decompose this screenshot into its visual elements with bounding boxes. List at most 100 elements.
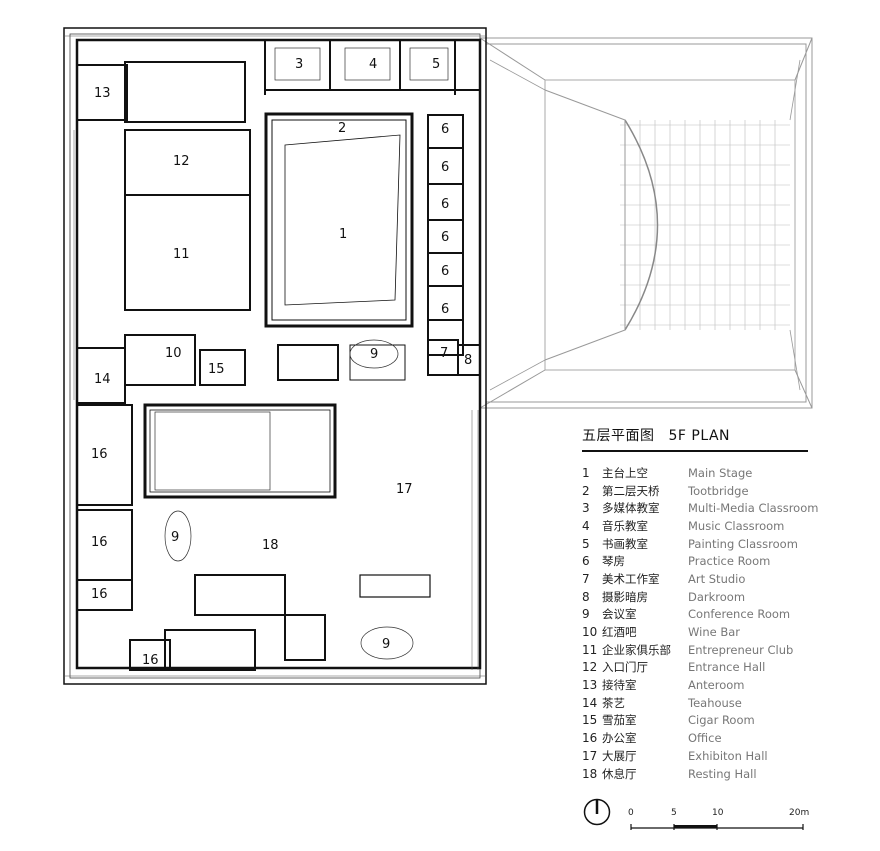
room-label-6d: 6 — [441, 230, 449, 245]
room-label-9c: 9 — [382, 637, 390, 652]
room-label-4: 4 — [369, 57, 377, 72]
room-label-1: 1 — [339, 227, 347, 242]
legend-item-en: Wine Bar — [688, 625, 740, 640]
legend-item: 10 红酒吧 Wine Bar — [582, 623, 822, 641]
legend-item-n: 3 — [582, 501, 590, 516]
room-label-16d: 16 — [142, 653, 159, 668]
room-label-9a: 9 — [370, 347, 378, 362]
stage-area — [479, 37, 813, 409]
room-label-6b: 6 — [441, 160, 449, 175]
legend-item: 6 琴房 Practice Room — [582, 552, 822, 570]
legend-item-n: 7 — [582, 571, 590, 586]
legend-title-zh: 五层平面图 — [582, 428, 655, 444]
room-label-16b: 16 — [91, 535, 108, 550]
facade-hatching — [64, 35, 486, 677]
legend-item-zh: 摄影暗房 — [602, 589, 648, 604]
legend-item-en: Main Stage — [688, 465, 753, 480]
legend-item-zh: 音乐教室 — [602, 518, 648, 533]
scale-label-5: 5 — [671, 808, 677, 818]
room-label-13: 13 — [94, 86, 111, 101]
scale-bar: 0 5 10 20m — [628, 808, 813, 838]
legend-item-en: Exhibiton Hall — [688, 748, 768, 763]
legend-item-zh: 多媒体教室 — [602, 501, 660, 516]
legend-item-n: 15 — [582, 713, 598, 728]
legend-item-zh: 办公室 — [602, 731, 637, 746]
legend-item-zh: 美术工作室 — [602, 571, 660, 586]
legend-item-zh: 红酒吧 — [602, 625, 637, 640]
room-label-6c: 6 — [441, 197, 449, 212]
legend-item: 17 大展厅 Exhibiton Hall — [582, 747, 822, 765]
legend-item-n: 13 — [582, 678, 598, 693]
room-label-11: 11 — [173, 247, 190, 262]
legend-item-n: 18 — [582, 766, 598, 781]
legend-item-n: 9 — [582, 607, 590, 622]
legend-item-n: 11 — [582, 642, 598, 657]
room-label-3: 3 — [295, 57, 303, 72]
interior-walls — [76, 40, 481, 671]
room-label-6a: 6 — [441, 122, 449, 137]
legend-item-zh: 琴房 — [602, 554, 625, 569]
room-label-2: 2 — [338, 121, 346, 136]
scale-label-0: 0 — [628, 808, 634, 818]
scale-label-20m: 20m — [789, 808, 810, 818]
room-labels: 1 2 3 4 5 6 6 6 6 6 6 7 8 9 9 9 10 11 12… — [91, 57, 472, 668]
north-arrow-icon — [583, 798, 611, 826]
legend-item-en: Practice Room — [688, 554, 771, 569]
legend-item-en: Cigar Room — [688, 713, 755, 728]
legend-item: 8 摄影暗房 Darkroom — [582, 588, 822, 606]
room-label-5: 5 — [432, 57, 440, 72]
legend-item: 15 雪茄室 Cigar Room — [582, 712, 822, 730]
legend-item-n: 2 — [582, 483, 590, 498]
legend-item-n: 4 — [582, 518, 590, 533]
room-label-6f: 6 — [441, 302, 449, 317]
legend-item-zh: 休息厅 — [602, 766, 637, 781]
legend-item-n: 5 — [582, 536, 590, 551]
legend-item-en: Entrance Hall — [688, 660, 766, 675]
legend-item-zh: 入口门厅 — [602, 660, 648, 675]
legend-item-zh: 第二层天桥 — [602, 483, 660, 498]
legend-item-n: 6 — [582, 554, 590, 569]
scale-label-10: 10 — [712, 808, 724, 818]
legend-item-zh: 大展厅 — [602, 748, 637, 763]
legend-item-zh: 主台上空 — [602, 465, 648, 480]
room-label-18: 18 — [262, 538, 279, 553]
legend-item-n: 16 — [582, 731, 598, 746]
legend-item-en: Music Classroom — [688, 518, 785, 533]
legend-item-n: 8 — [582, 589, 590, 604]
legend-item-zh: 茶艺 — [602, 695, 625, 710]
room-label-17: 17 — [396, 482, 413, 497]
room-label-14: 14 — [94, 372, 111, 387]
legend-item-zh: 企业家俱乐部 — [602, 642, 671, 657]
room-label-16c: 16 — [91, 587, 108, 602]
legend-item-en: Resting Hall — [688, 766, 757, 781]
legend-item-en: Darkroom — [688, 589, 746, 604]
building-walls — [63, 27, 487, 685]
seating — [154, 47, 449, 660]
room-label-8: 8 — [464, 353, 472, 368]
legend-item-n: 10 — [582, 625, 598, 640]
legend-item-zh: 书画教室 — [602, 536, 648, 551]
legend-item-n: 17 — [582, 748, 598, 763]
legend-item-zh: 雪茄室 — [602, 713, 637, 728]
legend-item-en: Conference Room — [688, 607, 791, 622]
room-label-6e: 6 — [441, 264, 449, 279]
legend-item-en: Anteroom — [688, 678, 745, 693]
legend-title-en: 5F PLAN — [668, 428, 731, 444]
legend-item: 18 休息厅 Resting Hall — [582, 765, 822, 783]
room-label-10: 10 — [165, 346, 182, 361]
legend-item-en: Teahouse — [688, 695, 742, 710]
room-label-15: 15 — [208, 362, 225, 377]
